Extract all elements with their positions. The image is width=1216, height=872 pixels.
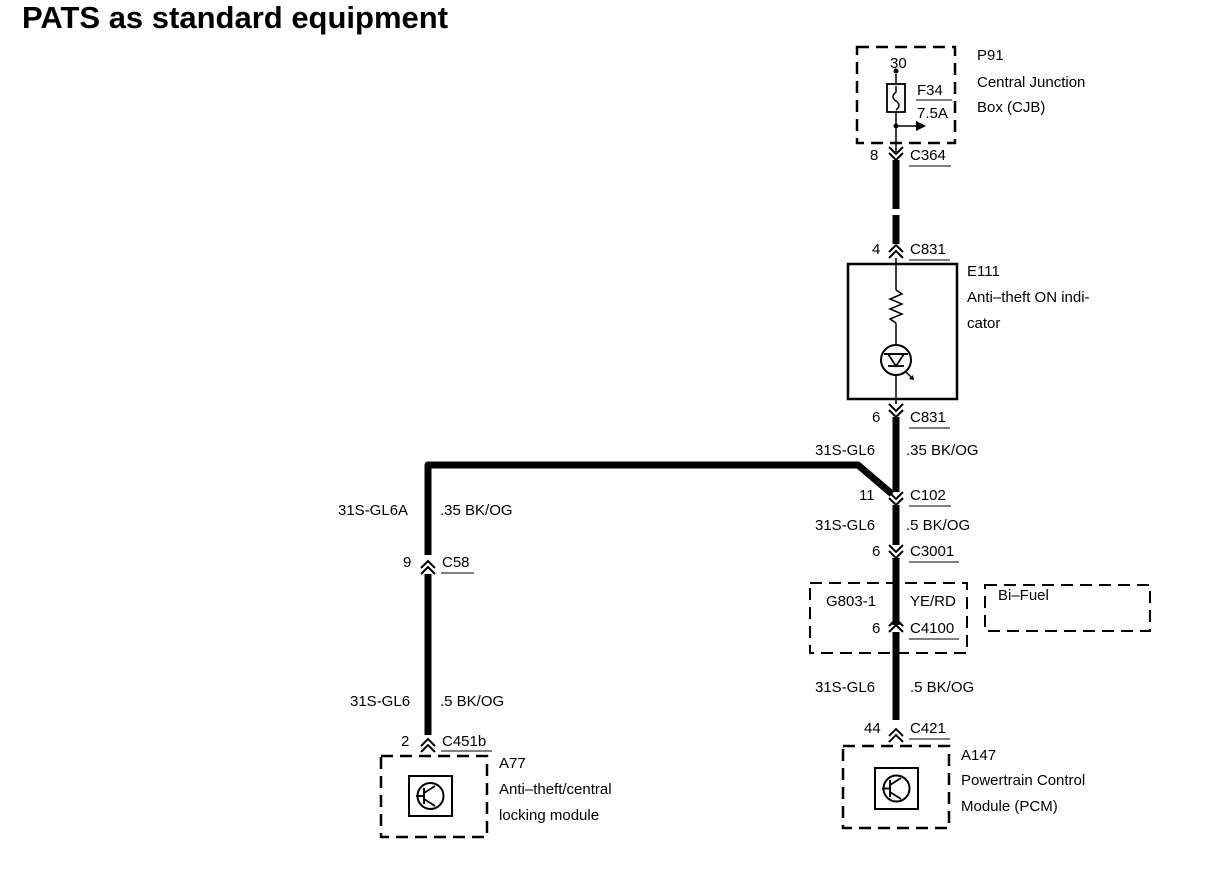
- c3001-pin: 6: [872, 543, 880, 560]
- c831-in-label: C831: [910, 241, 946, 258]
- c4100-label: C4100: [910, 620, 954, 637]
- connector-c4100: [888, 617, 904, 633]
- a147-name-line1: Powertrain Control: [961, 772, 1085, 789]
- indicator-name-line1: Anti–theft ON indi-: [967, 289, 1090, 306]
- c102-label: C102: [910, 487, 946, 504]
- cjb-id: P91: [977, 47, 1004, 64]
- c421-pin: 44: [864, 720, 881, 737]
- lamp-icon: [880, 344, 914, 404]
- connector-c58: [420, 559, 436, 575]
- wire-right-bottom-circuit: 31S-GL6: [815, 679, 875, 696]
- connector-c3001: [888, 544, 904, 560]
- module-icon: [408, 775, 453, 817]
- c451b-pin: 2: [401, 733, 409, 750]
- c102-pin: 11: [859, 487, 875, 504]
- bifuel-circuit: G803-1: [826, 593, 876, 610]
- wire-left-top-circuit: 31S-GL6A: [338, 502, 408, 519]
- wire-left-bottom-spec: .5 BK/OG: [440, 693, 504, 710]
- fuse-icon: [886, 68, 926, 152]
- cjb-name-line2: Box (CJB): [977, 99, 1045, 116]
- connector-c102: [888, 491, 904, 507]
- c831-out-pin: 6: [872, 409, 880, 426]
- c4100-pin: 6: [872, 620, 880, 637]
- connector-c831-out: [888, 403, 904, 419]
- a77-name-line1: Anti–theft/central: [499, 781, 612, 798]
- module-a147-box: [841, 744, 951, 830]
- wire-left-bottom-circuit: 31S-GL6: [350, 693, 410, 710]
- connector-c831-in: [888, 243, 904, 259]
- resistor-icon: [888, 258, 904, 345]
- indicator-name-line2: cator: [967, 315, 1000, 332]
- c58-label: C58: [442, 554, 470, 571]
- wire-top-spec: .35 BK/OG: [906, 442, 979, 459]
- wire-right-mid-spec: .5 BK/OG: [906, 517, 970, 534]
- bifuel-label-box: [984, 584, 1151, 632]
- cjb-name-line1: Central Junction: [977, 74, 1085, 91]
- connector-c421: [888, 727, 904, 743]
- indicator-id: E111: [967, 263, 1000, 280]
- c364-label: C364: [910, 147, 946, 164]
- bifuel-label: Bi–Fuel: [998, 587, 1049, 604]
- c58-pin: 9: [403, 554, 411, 571]
- wire-top-circuit: 31S-GL6: [815, 442, 875, 459]
- a147-name-line2: Module (PCM): [961, 798, 1058, 815]
- c364-pin: 8: [870, 147, 878, 164]
- module-a77-box: [379, 754, 489, 839]
- fuse-rating: 7.5A: [917, 105, 948, 122]
- bifuel-color: YE/RD: [910, 593, 956, 610]
- wire-branch-left: [424, 461, 895, 505]
- connector-c451b: [420, 737, 436, 753]
- wire-right-mid-circuit: 31S-GL6: [815, 517, 875, 534]
- a77-id: A77: [499, 755, 526, 772]
- cjb-box: [855, 45, 957, 145]
- a77-name-line2: locking module: [499, 807, 599, 824]
- page-title: PATS as standard equipment: [22, 0, 449, 35]
- c3001-label: C3001: [910, 543, 954, 560]
- cjb-terminal: 30: [890, 55, 907, 72]
- a147-id: A147: [961, 747, 996, 764]
- bifuel-option-box: [809, 582, 968, 654]
- wire-left-top-spec: .35 BK/OG: [440, 502, 513, 519]
- c451b-label: C451b: [442, 733, 486, 750]
- fuse-id: F34: [917, 82, 943, 99]
- c831-out-label: C831: [910, 409, 946, 426]
- c421-label: C421: [910, 720, 946, 737]
- module-icon: [874, 767, 919, 810]
- wire-right-bottom-spec: .5 BK/OG: [910, 679, 974, 696]
- indicator-box: [846, 262, 959, 401]
- c831-in-pin: 4: [872, 241, 880, 258]
